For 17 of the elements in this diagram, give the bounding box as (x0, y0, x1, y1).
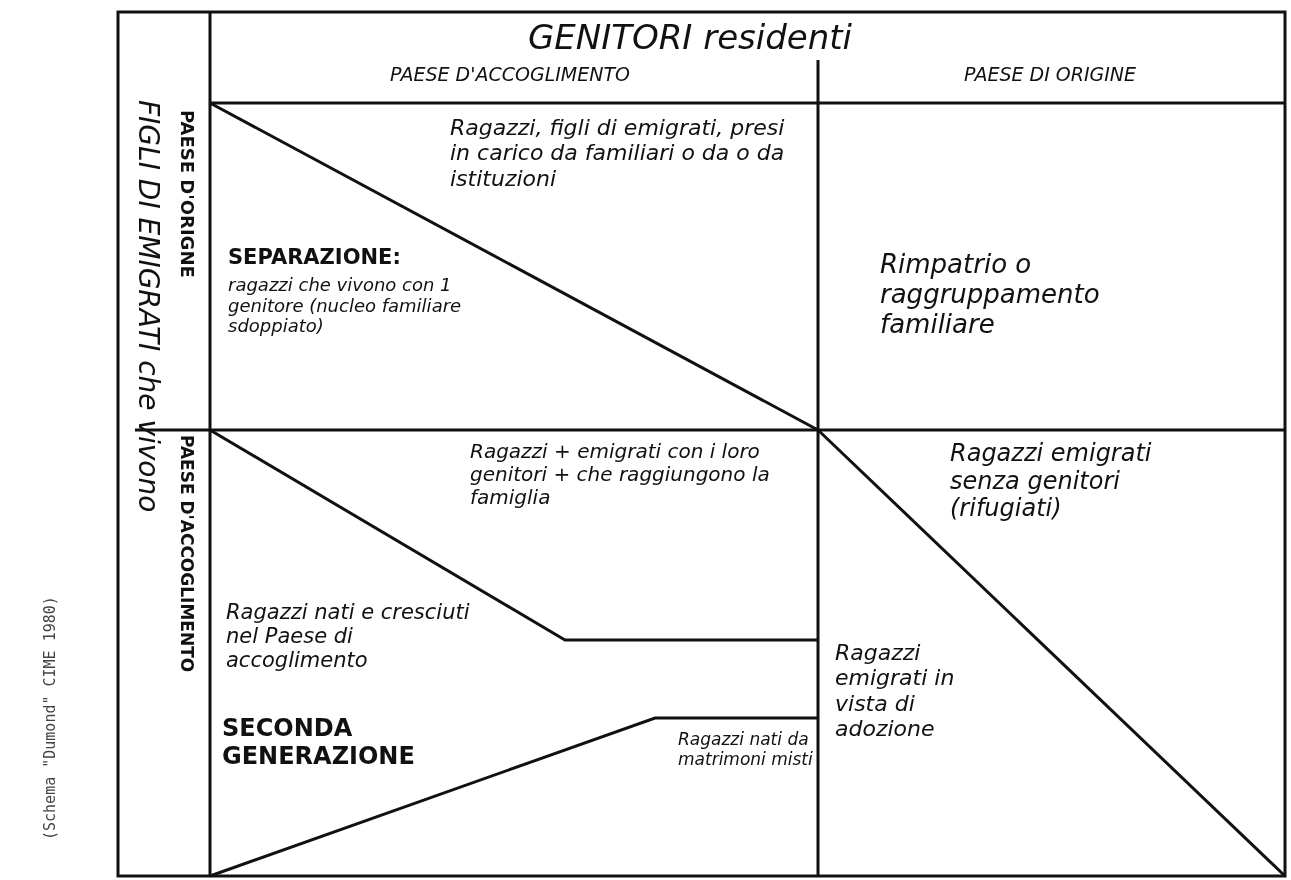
row-heading: PAESE D'ACCOGLIMENTO (176, 435, 196, 673)
cell-text: Ragazzi nati da matrimoni misti (678, 730, 813, 770)
cell-text: Rimpatrio o raggruppamento familiare (880, 250, 1101, 340)
row-group-heading: FIGLI DI EMIGRATI che vivono (132, 100, 165, 513)
row-heading: PAESE D'ORIGNE (176, 110, 197, 278)
cell-text: Ragazzi emigrati in vista di adozione (835, 640, 956, 742)
cell-heading: SEPARAZIONE: (228, 245, 402, 270)
cell-text: ragazzi che vivono con 1 genitore (nucleo familiare sdoppiato) (228, 275, 463, 338)
column-heading: PAESE DI ORIGINE (962, 64, 1138, 86)
cell-heading: SECONDA GENERAZIONE (222, 715, 416, 771)
column-heading: PAESE D'ACCOGLIMENTO (388, 64, 631, 86)
caption: (Schema "Dumond" CIME 1980) (42, 596, 60, 840)
column-group-heading: GENITORI residenti (526, 18, 854, 58)
cell-text: Ragazzi, figli di emigrati, presi in carico da familiari o da o da istituzioni (450, 115, 786, 191)
cell-text: Ragazzi emigrati senza genitori (rifugiati) (950, 440, 1153, 523)
cell-text: Ragazzi + emigrati con i loro genitori + che raggiungono la famiglia (470, 440, 771, 509)
cell-text: Ragazzi nati e cresciuti nel Paese di accoglimento (226, 600, 471, 673)
